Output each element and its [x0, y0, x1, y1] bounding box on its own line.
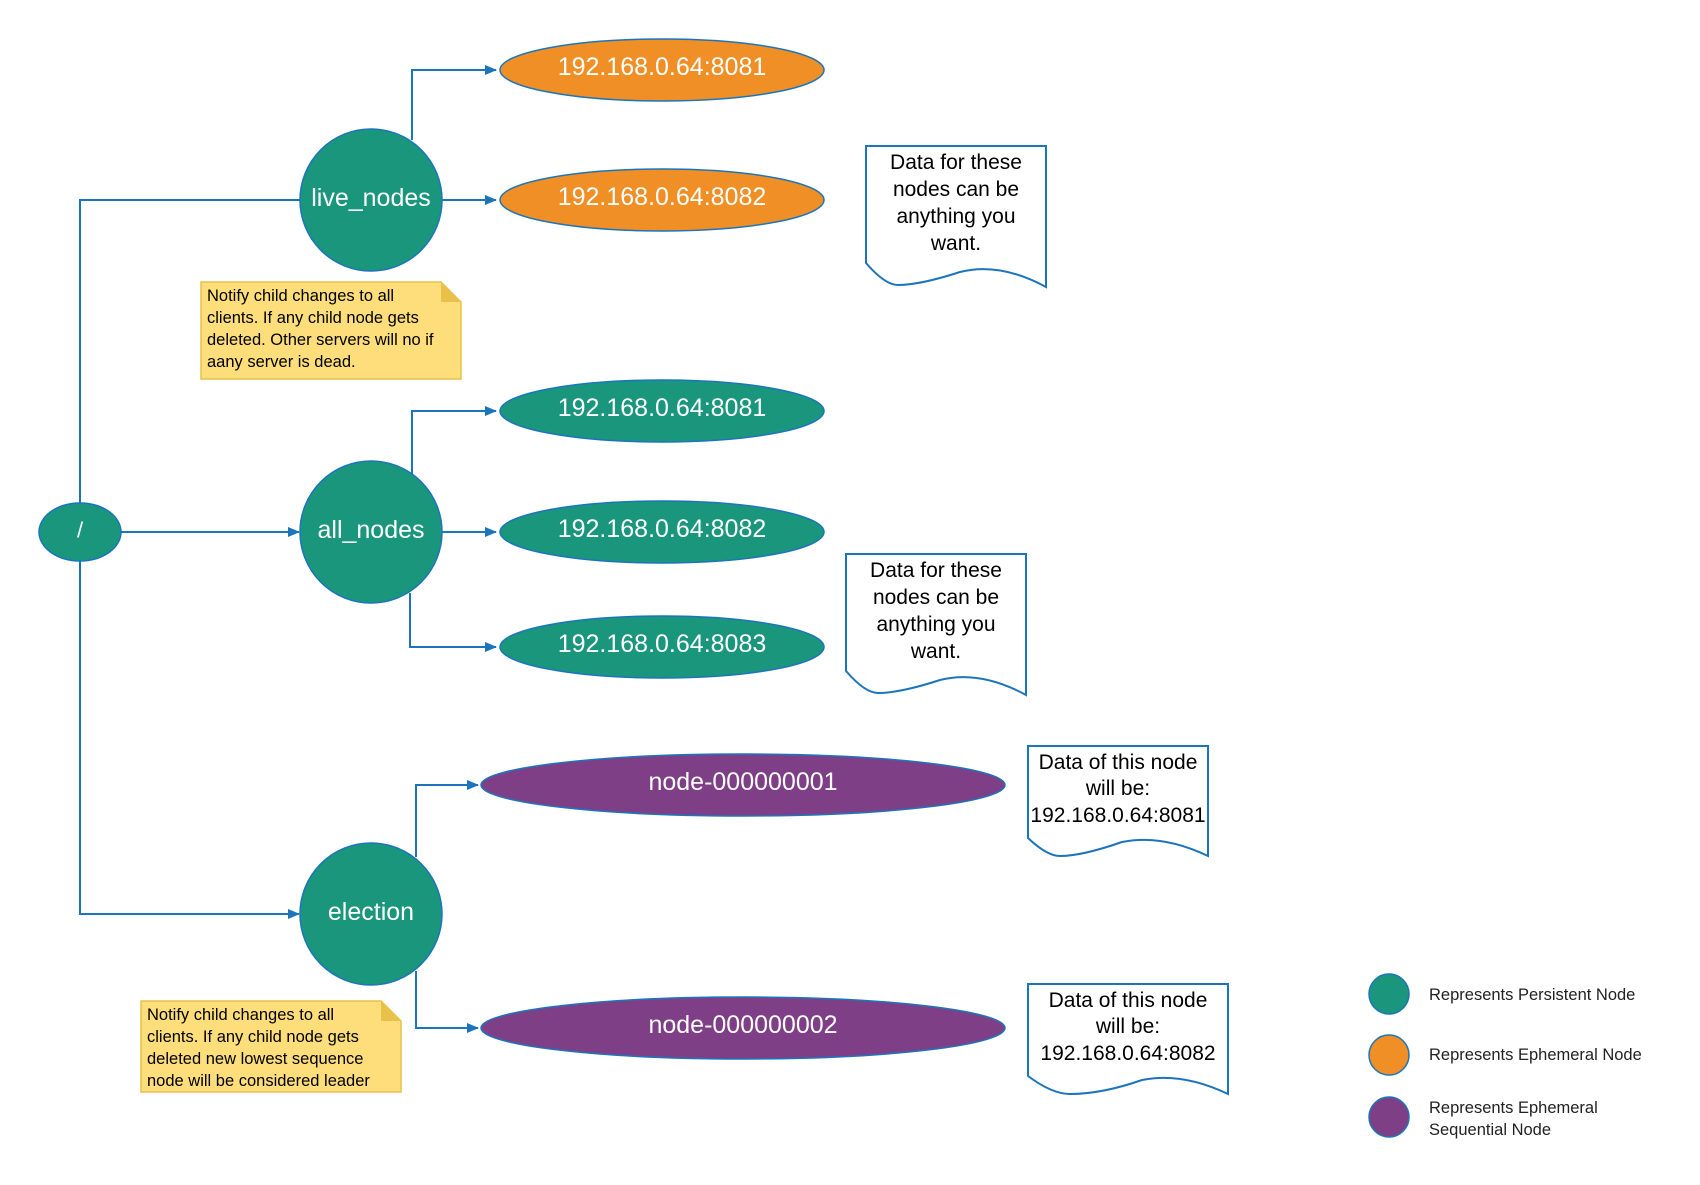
document-line: Data of this node — [1049, 989, 1208, 1012]
live-nodes-label: live_nodes — [311, 184, 431, 212]
legend: Represents Persistent Node Represents Ep… — [1368, 973, 1642, 1139]
edge-live-8081 — [411, 65, 497, 140]
document-line: 192.168.0.64:8081 — [1030, 804, 1205, 827]
live-nodes-node: live_nodes — [299, 128, 443, 272]
legend-label: Represents Ephemeral Node — [1429, 1046, 1642, 1064]
ephemeral-node-live-8081: 192.168.0.64:8081 — [499, 38, 825, 102]
edge-election-seq2 — [415, 971, 479, 1033]
ephemeral-node-live-8082: 192.168.0.64:8082 — [499, 168, 825, 232]
document-line: nodes can be — [893, 178, 1019, 201]
sequential-node-1: node-000000001 — [480, 753, 1006, 817]
note-line: Notify child changes to all — [207, 287, 394, 305]
election-label: election — [328, 898, 414, 926]
legend-ephemeral-swatch — [1368, 1034, 1410, 1076]
note-line: deleted new lowest sequence — [147, 1050, 363, 1068]
note-line: Notify child changes to all — [147, 1006, 334, 1024]
election-node: election — [299, 842, 443, 986]
legend-sequential-swatch — [1368, 1096, 1410, 1138]
note-line: clients. If any child node gets — [207, 309, 419, 327]
ephemeral-node-label: 192.168.0.64:8082 — [558, 183, 767, 211]
note-line: deleted. Other servers will no if — [207, 331, 434, 349]
document-line: Data for these — [890, 151, 1022, 174]
root-node-label: / — [77, 518, 84, 543]
data-document-1: Data for these nodes can be anything you… — [865, 145, 1047, 289]
data-document-3: Data of this node will be: 192.168.0.64:… — [1027, 745, 1209, 858]
data-document-2: Data for these nodes can be anything you… — [845, 553, 1027, 697]
sequential-node-2: node-000000002 — [480, 996, 1006, 1060]
persistent-node-label: 192.168.0.64:8083 — [558, 630, 767, 658]
persistent-node-all-8083: 192.168.0.64:8083 — [499, 615, 825, 679]
document-line: anything you — [876, 613, 995, 636]
document-line: Data for these — [870, 559, 1002, 582]
document-line: want. — [930, 232, 981, 255]
persistent-node-label: 192.168.0.64:8081 — [558, 394, 767, 422]
note-line: node will be considered leader — [147, 1072, 370, 1090]
ephemeral-node-label: 192.168.0.64:8081 — [558, 53, 767, 81]
legend-persistent-swatch — [1368, 973, 1410, 1015]
legend-ephemeral: Represents Ephemeral Node — [1368, 1034, 1642, 1076]
legend-label: Represents Ephemeral — [1429, 1099, 1598, 1117]
all-nodes-label: all_nodes — [317, 516, 424, 544]
data-document-4: Data of this node will be: 192.168.0.64:… — [1027, 983, 1229, 1096]
document-line: nodes can be — [873, 586, 999, 609]
edge-all-8083 — [409, 593, 497, 652]
sticky-note-election: Notify child changes to all clients. If … — [140, 1000, 402, 1093]
document-line: Data of this node — [1039, 751, 1198, 774]
note-line: aany server is dead. — [207, 353, 356, 371]
document-line: want. — [910, 640, 961, 663]
legend-label: Sequential Node — [1429, 1121, 1551, 1139]
edge-election-seq1 — [415, 780, 479, 857]
sequential-node-label: node-000000001 — [648, 768, 837, 796]
persistent-node-label: 192.168.0.64:8082 — [558, 515, 767, 543]
legend-persistent: Represents Persistent Node — [1368, 973, 1635, 1015]
persistent-node-all-8082: 192.168.0.64:8082 — [499, 500, 825, 564]
all-nodes-node: all_nodes — [299, 460, 443, 604]
root-node: / — [38, 502, 122, 562]
edges — [79, 65, 497, 1033]
edge-root-live-nodes — [79, 195, 315, 505]
edge-all-8081 — [411, 406, 497, 476]
persistent-node-all-8081: 192.168.0.64:8081 — [499, 379, 825, 443]
note-line: clients. If any child node gets — [147, 1028, 359, 1046]
sticky-note-live-nodes: Notify child changes to all clients. If … — [200, 281, 462, 380]
document-line: anything you — [896, 205, 1015, 228]
document-line: 192.168.0.64:8082 — [1040, 1042, 1215, 1065]
document-line: will be: — [1085, 777, 1150, 800]
document-line: will be: — [1095, 1015, 1160, 1038]
legend-label: Represents Persistent Node — [1429, 986, 1635, 1004]
edge-root-election — [79, 560, 300, 919]
legend-sequential: Represents Ephemeral Sequential Node — [1368, 1096, 1598, 1139]
sequential-node-label: node-000000002 — [648, 1011, 837, 1039]
